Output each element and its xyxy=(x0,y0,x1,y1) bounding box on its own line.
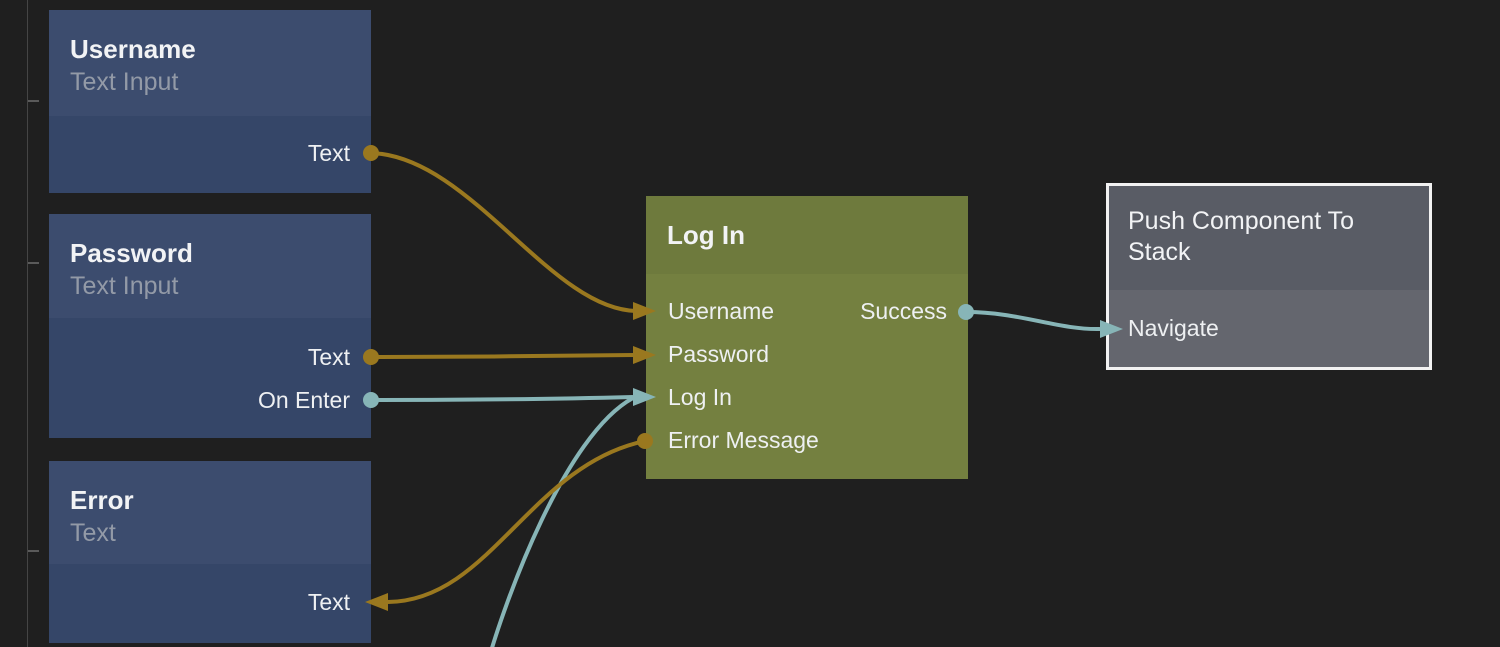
port-login-error-message-output[interactable]: Error Message xyxy=(668,427,819,453)
wire-login-success-to-push-navigate[interactable] xyxy=(965,310,1101,332)
node-log-in[interactable]: Log In Username Password Log In Error Me… xyxy=(646,196,968,479)
node-title: Error xyxy=(70,485,134,515)
node-push-component-to-stack[interactable]: Push Component To Stack Navigate xyxy=(1106,183,1432,370)
panel-edge-tick xyxy=(28,262,39,264)
node-ports-area: Text xyxy=(49,564,371,643)
port-push-navigate-input[interactable]: Navigate xyxy=(1128,315,1219,341)
node-subtitle: Text xyxy=(70,519,116,547)
port-login-login-input[interactable]: Log In xyxy=(668,384,732,410)
port-password-text-output[interactable]: Text xyxy=(307,344,350,370)
node-title: Push Component To Stack xyxy=(1128,207,1362,266)
wire-login-error-message-to-error-text[interactable] xyxy=(387,439,646,604)
node-header: Username Text Input xyxy=(49,10,371,116)
port-username-text-output[interactable]: Text xyxy=(307,140,350,166)
panel-edge-line xyxy=(27,0,28,647)
node-title: Password xyxy=(70,238,193,268)
node-header: Error Text xyxy=(49,461,371,564)
node-ports-area: Text xyxy=(49,116,371,193)
node-error-text[interactable]: Error Text Text xyxy=(49,461,371,643)
node-password-text-input[interactable]: Password Text Input Text On Enter xyxy=(49,214,371,438)
wire-offscreen-to-login-login[interactable] xyxy=(487,396,634,647)
node-header: Password Text Input xyxy=(49,214,371,318)
node-ports-area: Text On Enter xyxy=(49,318,371,438)
wire-password-text-to-login-password[interactable] xyxy=(370,353,635,359)
panel-edge-tick xyxy=(28,100,39,102)
wire-username-text-to-login-username[interactable] xyxy=(370,151,637,313)
port-login-success-output[interactable]: Success xyxy=(860,298,947,324)
node-username-text-input[interactable]: Username Text Input Text xyxy=(49,10,371,193)
panel-edge-tick xyxy=(28,550,39,552)
port-password-on-enter-output[interactable]: On Enter xyxy=(257,387,350,413)
wire-password-on-enter-to-login-login[interactable] xyxy=(370,395,634,402)
node-title: Username xyxy=(70,34,196,64)
node-header: Push Component To Stack xyxy=(1109,186,1429,290)
node-ports-area: Username Password Log In Error Message S… xyxy=(646,274,968,479)
node-subtitle: Text Input xyxy=(70,68,179,96)
node-title: Log In xyxy=(667,220,745,250)
port-login-password-input[interactable]: Password xyxy=(668,341,769,367)
node-subtitle: Text Input xyxy=(70,272,179,300)
port-login-username-input[interactable]: Username xyxy=(668,298,775,324)
port-error-text-input[interactable]: Text xyxy=(307,589,350,615)
node-header: Log In xyxy=(646,196,968,274)
node-ports-area: Navigate xyxy=(1109,290,1429,367)
